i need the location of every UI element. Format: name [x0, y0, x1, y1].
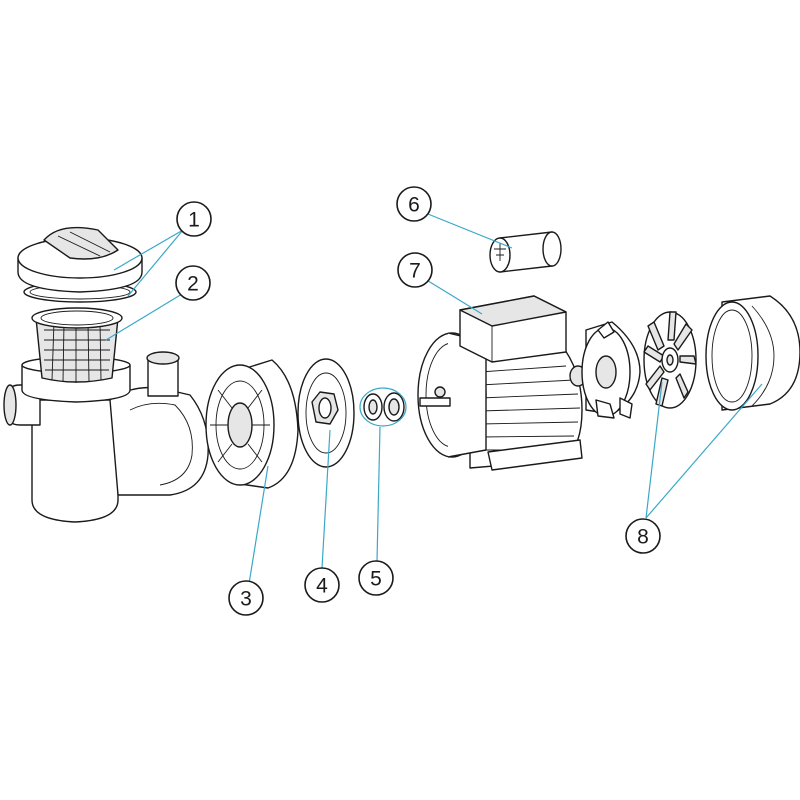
motor — [417, 295, 587, 471]
mechanical-seal — [363, 392, 405, 422]
leader-5-ring — [359, 387, 407, 427]
strainer-basket — [31, 307, 123, 383]
callout-3: 3 — [228, 580, 264, 616]
callout-3-label: 3 — [240, 588, 252, 611]
callout-2: 2 — [175, 265, 211, 301]
fan-cover — [705, 295, 800, 411]
callout-6: 6 — [396, 186, 432, 222]
capacitor — [489, 231, 562, 273]
rear-end-shield — [581, 321, 641, 419]
callout-1-label: 1 — [188, 209, 200, 232]
leader-lines — [105, 211, 763, 591]
callout-5: 5 — [358, 560, 394, 596]
leader-7 — [424, 278, 483, 315]
leader-6 — [422, 211, 513, 249]
callout-1: 1 — [176, 201, 212, 237]
impeller — [297, 358, 355, 468]
callout-8: 8 — [625, 518, 661, 554]
leader-3 — [247, 465, 269, 591]
leader-2 — [105, 293, 183, 341]
callout-4: 4 — [304, 567, 340, 603]
cooling-fan — [643, 311, 697, 409]
callout-4-label: 4 — [316, 575, 328, 598]
callout-8-label: 8 — [637, 526, 649, 549]
leader-5 — [376, 426, 381, 562]
callout-6-label: 6 — [408, 194, 420, 217]
callout-5-label: 5 — [370, 568, 382, 591]
callout-7: 7 — [397, 252, 433, 288]
diffuser — [205, 359, 299, 489]
leader-1a — [113, 229, 184, 271]
leader-8a — [645, 381, 663, 519]
prefilter-lid — [17, 226, 143, 293]
callout-2-label: 2 — [187, 273, 199, 296]
leader-4 — [321, 429, 331, 569]
leader-8b — [645, 383, 763, 519]
callout-7-label: 7 — [409, 260, 421, 283]
leader-1b — [127, 229, 184, 297]
